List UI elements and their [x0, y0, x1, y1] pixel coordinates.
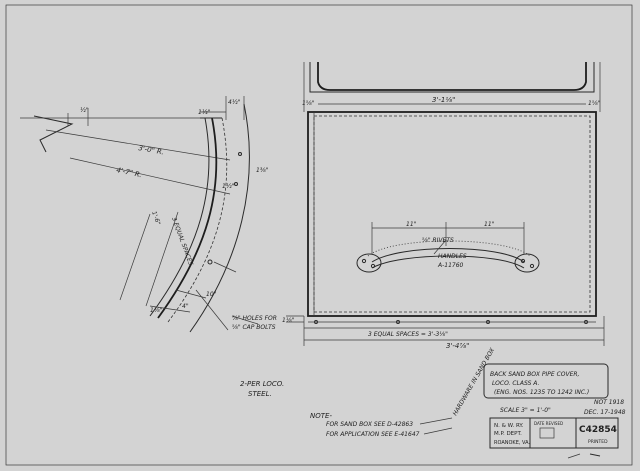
material-note: STEEL. [248, 390, 272, 398]
side-dim: 1⅛" [282, 317, 295, 324]
top-flange [317, 62, 587, 91]
dim-top-half: ½" [80, 107, 89, 114]
dim-11-left: 11" [406, 221, 417, 228]
radius-line-outer [45, 129, 231, 161]
dim-1-6: 1'-6" [150, 210, 162, 226]
title-box [483, 363, 609, 399]
note-heading: NOTE- [310, 412, 332, 420]
location: ROANOKE, VA. [494, 440, 530, 446]
rivets-label: ⅝" RIVETS [422, 237, 454, 244]
radius-line-inner [69, 157, 231, 195]
width-top-dim: 3'-1⅛" [432, 96, 455, 104]
right-flat-view: 3'-1⅛" 1⅝" 1⅝" 11" 11" ⅝" RIVETS HANDLES… [282, 62, 605, 350]
stamp-label: NOT 1918 [594, 399, 624, 406]
curved-plate-inner [149, 117, 210, 317]
dim-top-small: 1½" [198, 109, 211, 116]
title-line-2: LOCO. CLASS A. [492, 380, 540, 387]
title-block: BACK SAND BOX PIPE COVER, LOCO. CLASS A.… [483, 363, 626, 459]
cover-plate [307, 111, 597, 317]
holes-note-line2: ⅝" CAP BOLTS [232, 324, 276, 331]
dim-bottom: 1⅛" [150, 307, 163, 314]
dim-right-mid: 1½" [222, 183, 235, 190]
scale-label: SCALE 3" = 1'-0" [500, 407, 551, 414]
dim-4: 4" [182, 303, 189, 310]
info-box [489, 417, 619, 449]
holes-note-line1: ⅞" HOLES FOR [232, 315, 277, 322]
curved-plate-outer [157, 117, 218, 319]
handle-foot-left [356, 253, 382, 273]
handles-label: HANDLES [438, 253, 467, 260]
department: M.P. DEPT. [494, 431, 522, 437]
dim-11-right: 11" [484, 221, 495, 228]
dim-top-right: 4½" [228, 99, 241, 106]
overall-width-dim: 3'-4⅞" [446, 342, 469, 350]
handle [371, 248, 525, 263]
break-line [33, 115, 74, 153]
title-line-3: (ENG. NOS. 1235 TO 1242 INC.) [494, 389, 589, 396]
date-revised-label: DATE REVISED [534, 421, 563, 426]
bottom-spaces-dim: 3 EQUAL SPACES = 3'-3⅛" [368, 331, 448, 338]
dim-10: 10" [206, 291, 217, 298]
dim-right: 1⅝" [588, 100, 601, 107]
drawing-number: C42854 [579, 425, 617, 435]
drawing-date: DEC. 17-1948 [584, 409, 626, 416]
note-line-1: FOR SAND BOX SEE D-42863 [326, 421, 413, 428]
railway-name: N. & W. RY. [494, 423, 524, 429]
drawing-border [5, 4, 633, 466]
handles-part-number: A-11760 [437, 262, 464, 269]
printed-label: PRINTED [588, 439, 608, 445]
dim-right-side: 1⅜" [256, 167, 269, 174]
dim-left: 1⅝" [302, 100, 315, 107]
note-line-2: FOR APPLICATION SEE E-41647 [326, 431, 420, 438]
handle-foot-right [514, 253, 540, 273]
title-line-1: BACK SAND BOX PIPE COVER, [490, 371, 580, 378]
quantity-note: 2-PER LOCO. [240, 380, 284, 388]
